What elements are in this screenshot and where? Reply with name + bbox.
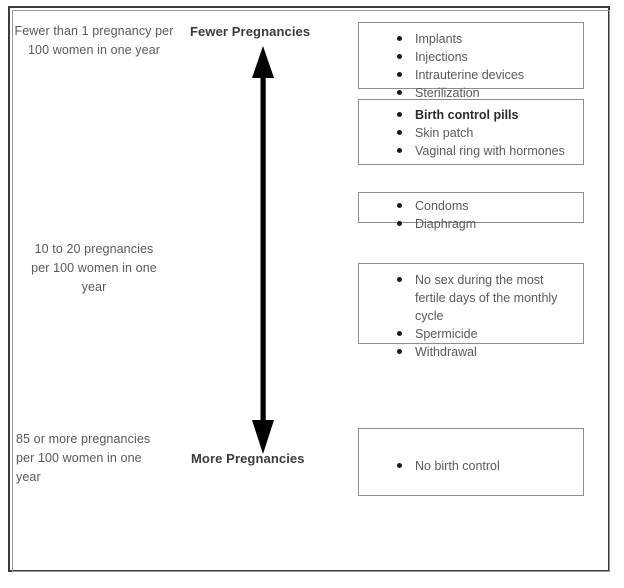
method-group-box-5: No birth control — [358, 428, 584, 496]
method-label: Skin patch — [415, 126, 474, 140]
bullet-icon — [397, 349, 402, 354]
method-group-box-4: No sex during the most fertile days of t… — [358, 263, 584, 359]
method-list-item: No birth control — [359, 457, 583, 475]
method-label: Injections — [415, 50, 468, 64]
method-group-box-1: Implants Injections Intrauterine devices… — [358, 22, 584, 100]
method-label: Condoms — [415, 199, 469, 213]
method-list-item-highlighted: Birth control pills — [359, 106, 583, 124]
method-list-item: Sterilization — [359, 84, 583, 102]
method-label: Implants — [415, 32, 463, 46]
rate-label-medium: 10 to 20 pregnancies per 100 women in on… — [31, 242, 157, 294]
method-label: No birth control — [415, 459, 500, 473]
bullet-icon — [397, 36, 402, 41]
bullet-icon — [397, 148, 402, 153]
method-group-box-3: Condoms Diaphragm — [358, 192, 584, 231]
method-list-item: No sex during the most fertile days of t… — [359, 271, 583, 325]
method-list: No sex during the most fertile days of t… — [359, 271, 583, 361]
bullet-icon — [397, 277, 402, 282]
bullet-icon — [397, 331, 402, 336]
method-list-item: Diaphragm — [359, 215, 583, 233]
method-label: Diaphragm — [415, 217, 477, 231]
method-list-item: Withdrawal — [359, 343, 583, 361]
bullet-icon — [397, 221, 402, 226]
inner-frame-border — [12, 10, 610, 572]
method-list-item: Injections — [359, 48, 583, 66]
method-list-item: Implants — [359, 30, 583, 48]
method-list-item: Vaginal ring with hormones — [359, 142, 583, 160]
double-headed-vertical-arrow-icon — [248, 46, 280, 454]
method-label: No sex during the most fertile days of t… — [415, 273, 558, 323]
method-label: Spermicide — [415, 327, 478, 341]
axis-label-more-pregnancies: More Pregnancies — [191, 451, 305, 466]
axis-label-fewer-pregnancies: Fewer Pregnancies — [190, 24, 311, 39]
rate-label-high: 85 or more pregnancies per 100 women in … — [16, 432, 151, 484]
bullet-icon — [397, 90, 402, 95]
method-list: Condoms Diaphragm — [359, 197, 583, 233]
method-group-box-2: Birth control pills Skin patch Vaginal r… — [358, 99, 584, 165]
method-list-item: Intrauterine devices — [359, 66, 583, 84]
method-list-item: Condoms — [359, 197, 583, 215]
method-list: Birth control pills Skin patch Vaginal r… — [359, 106, 583, 160]
bullet-icon — [397, 54, 402, 59]
method-list-item: Skin patch — [359, 124, 583, 142]
bullet-icon — [397, 463, 402, 468]
bullet-icon — [397, 203, 402, 208]
method-list: Implants Injections Intrauterine devices… — [359, 30, 583, 102]
method-list: No birth control — [359, 457, 583, 475]
method-label: Intrauterine devices — [415, 68, 525, 82]
method-label: Birth control pills — [415, 108, 519, 122]
bullet-icon — [397, 130, 402, 135]
method-label: Sterilization — [415, 86, 480, 100]
bullet-icon — [397, 112, 402, 117]
bullet-icon — [397, 72, 402, 77]
rate-label-low: Fewer than 1 pregnancy per 100 women in … — [14, 24, 174, 57]
method-label: Vaginal ring with hormones — [415, 144, 565, 158]
method-label: Withdrawal — [415, 345, 477, 359]
method-list-item: Spermicide — [359, 325, 583, 343]
